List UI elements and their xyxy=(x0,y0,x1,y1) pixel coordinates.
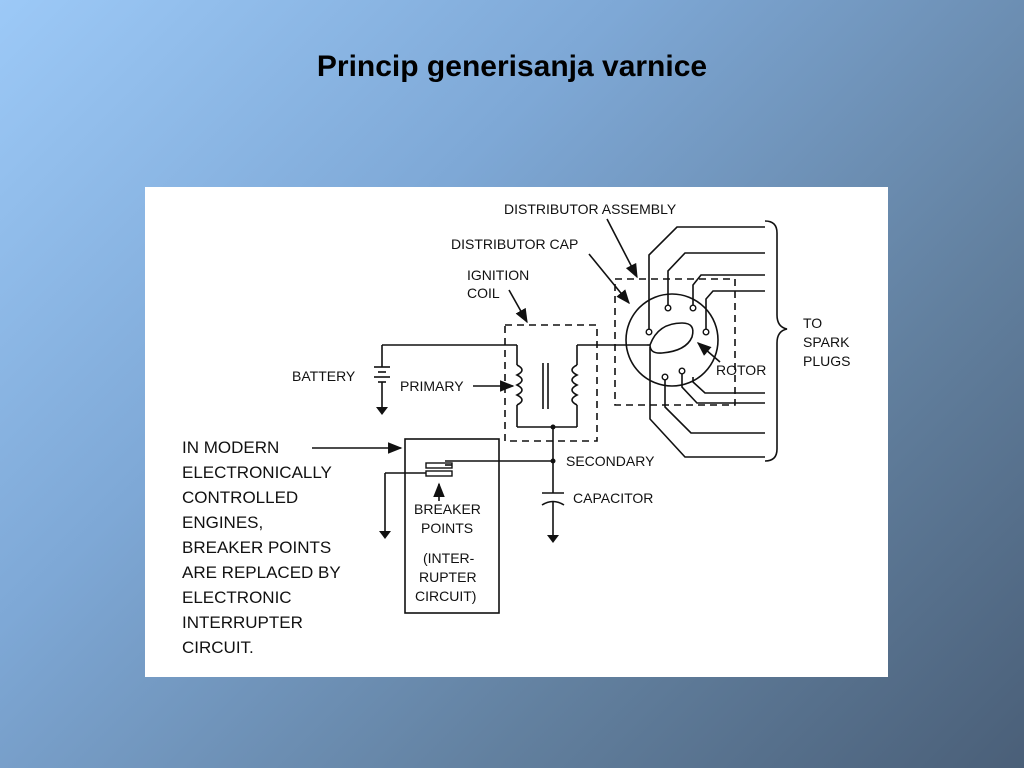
label-interrupter-line2: RUPTER xyxy=(419,569,477,585)
label-rotor: ROTOR xyxy=(716,362,766,378)
note-line-7: ELECTRONIC xyxy=(182,588,292,607)
label-secondary: SECONDARY xyxy=(566,453,655,469)
label-distributor-assembly: DISTRIBUTOR ASSEMBLY xyxy=(504,201,677,217)
ignition-coil-box xyxy=(504,324,598,442)
label-breaker-points-line2: POINTS xyxy=(421,520,473,536)
label-ignition-coil-line1: IGNITION xyxy=(467,267,529,283)
note-paragraph: IN MODERN ELECTRONICALLY CONTROLLED ENGI… xyxy=(182,438,403,657)
note-line-1: IN MODERN xyxy=(182,438,279,457)
ground-symbol-capacitor xyxy=(547,535,559,543)
label-battery: BATTERY xyxy=(292,368,356,384)
spark-plugs-brace xyxy=(764,220,788,462)
note-line-8: INTERRUPTER xyxy=(182,613,303,632)
note-line-4: ENGINES, xyxy=(182,513,263,532)
ignition-coil-symbol xyxy=(515,344,647,461)
note-line-2: ELECTRONICALLY xyxy=(182,463,332,482)
ignition-diagram-svg: DISTRIBUTOR ASSEMBLY DISTRIBUTOR CAP IGN… xyxy=(182,201,850,657)
breaker-points-symbol xyxy=(379,462,453,539)
label-capacitor: CAPACITOR xyxy=(573,490,653,506)
note-line-9: CIRCUIT. xyxy=(182,638,254,657)
distributor-assembly-box xyxy=(614,278,736,406)
label-interrupter-line1: (INTER- xyxy=(423,550,475,566)
rotor-symbol xyxy=(649,322,694,354)
label-primary: PRIMARY xyxy=(400,378,464,394)
note-line-5: BREAKER POINTS xyxy=(182,538,331,557)
note-line-6: ARE REPLACED BY xyxy=(182,563,341,582)
slide-title: Princip generisanja varnice xyxy=(316,50,708,83)
capacitor-symbol xyxy=(541,492,565,543)
note-line-3: CONTROLLED xyxy=(182,488,298,507)
label-to-spark-plugs-line2: SPARK xyxy=(803,334,850,350)
label-to-spark-plugs-line1: TO xyxy=(803,315,822,331)
label-ignition-coil-line2: COIL xyxy=(467,285,500,301)
interrupter-box xyxy=(404,438,500,614)
label-to-spark-plugs-line3: PLUGS xyxy=(803,353,850,369)
battery-symbol xyxy=(374,344,517,415)
distributor-cap-symbol xyxy=(625,293,719,387)
label-distributor-cap: DISTRIBUTOR CAP xyxy=(451,236,578,252)
ignition-diagram: DISTRIBUTOR ASSEMBLY DISTRIBUTOR CAP IGN… xyxy=(145,187,888,677)
ground-symbol-battery xyxy=(376,407,388,415)
label-breaker-points-line1: BREAKER xyxy=(414,501,481,517)
secondary-wire xyxy=(445,458,556,493)
spark-plug-wires xyxy=(648,226,765,458)
ground-symbol-breaker xyxy=(379,531,391,539)
label-interrupter-line3: CIRCUIT) xyxy=(415,588,476,604)
